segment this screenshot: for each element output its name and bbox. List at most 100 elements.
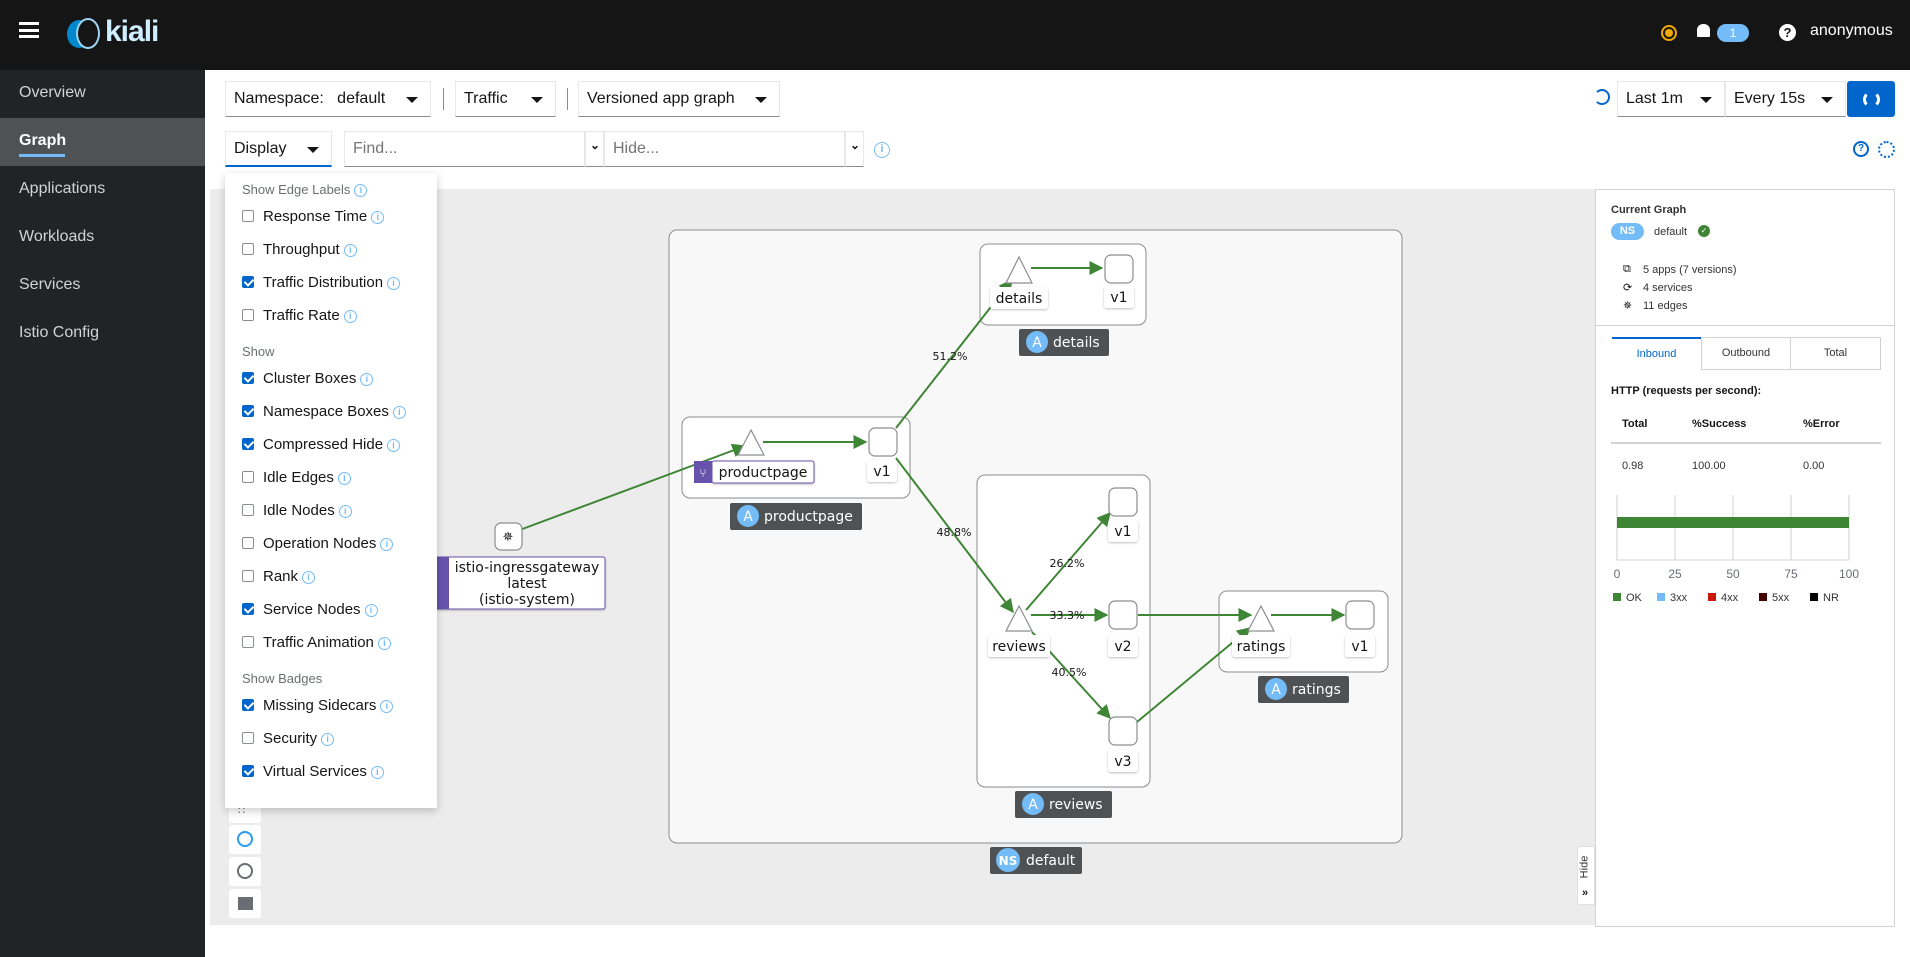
- checkbox[interactable]: [242, 438, 254, 450]
- layout-2-button[interactable]: [229, 857, 261, 886]
- edge[interactable]: [516, 443, 747, 532]
- workload-node-details-v1[interactable]: [1104, 254, 1134, 284]
- sidebar-item-overview[interactable]: Overview: [19, 84, 86, 101]
- find-input[interactable]: [344, 131, 585, 167]
- gateway-node[interactable]: [494, 522, 523, 551]
- info-icon[interactable]: i: [343, 243, 357, 257]
- tab-outbound[interactable]: Outbound: [1701, 337, 1791, 370]
- help-circle-icon[interactable]: ?: [1853, 141, 1869, 157]
- checkbox[interactable]: [242, 309, 254, 321]
- checkbox[interactable]: [242, 372, 254, 384]
- info-icon[interactable]: i: [337, 471, 351, 485]
- layout-1-button[interactable]: [229, 825, 261, 854]
- display-dropdown[interactable]: Display: [225, 131, 332, 167]
- checkbox[interactable]: [242, 276, 254, 288]
- service-node-details[interactable]: [1005, 255, 1033, 284]
- history-icon[interactable]: [1594, 89, 1610, 105]
- edge[interactable]: [1136, 627, 1252, 723]
- checkbox[interactable]: [242, 243, 254, 255]
- refresh-button[interactable]: [1847, 81, 1895, 117]
- workload-node-ratings-v1[interactable]: [1345, 600, 1375, 630]
- checkbox[interactable]: [242, 210, 254, 222]
- workload-node-productpage-v1[interactable]: [868, 427, 898, 457]
- checkbox[interactable]: [242, 471, 254, 483]
- tab-inbound[interactable]: Inbound: [1612, 337, 1701, 370]
- hide-panel-button[interactable]: Hide »: [1577, 846, 1595, 905]
- workload-node-reviews-v3[interactable]: [1108, 716, 1138, 746]
- info-icon[interactable]: i: [338, 504, 352, 518]
- graph-canvas[interactable]: ✵ ⑂ details v1 productpage v1 reviews v1…: [210, 189, 1595, 925]
- service-node-ratings[interactable]: [1247, 604, 1275, 632]
- graph-svg[interactable]: ✵ ⑂ details v1 productpage v1 reviews v1…: [210, 189, 1595, 925]
- namespace-name[interactable]: default: [1654, 226, 1688, 238]
- checkbox[interactable]: [242, 537, 254, 549]
- help-icon[interactable]: ?: [1779, 24, 1796, 41]
- sidebar-item-applications[interactable]: Applications: [19, 180, 106, 197]
- sidebar-item-istio-config[interactable]: Istio Config: [19, 324, 100, 341]
- info-icon[interactable]: i: [387, 438, 401, 452]
- info-icon[interactable]: i: [364, 603, 378, 617]
- info-icon[interactable]: i: [360, 372, 374, 386]
- sidebar-item-services[interactable]: Services: [19, 276, 81, 293]
- legend-button[interactable]: [229, 889, 261, 918]
- info-icon[interactable]: i: [371, 210, 385, 224]
- checkbox[interactable]: [242, 732, 254, 744]
- info-icon[interactable]: i: [392, 405, 406, 419]
- edge[interactable]: [1025, 511, 1111, 611]
- info-icon[interactable]: i: [377, 636, 391, 650]
- info-icon[interactable]: i: [380, 537, 394, 551]
- checkbox[interactable]: [242, 504, 254, 516]
- find-chevron-icon[interactable]: ⌄: [585, 131, 604, 167]
- checkbox[interactable]: [242, 699, 254, 711]
- status-icon[interactable]: [1661, 25, 1677, 41]
- sidebar-item-graph[interactable]: Graph: [0, 118, 205, 166]
- info-icon[interactable]: i: [387, 276, 401, 290]
- hide-input[interactable]: [604, 131, 845, 167]
- workload-node-reviews-v2[interactable]: [1108, 600, 1138, 630]
- checkbox[interactable]: [242, 570, 254, 582]
- refresh-interval-dropdown[interactable]: Every 15s: [1725, 81, 1846, 117]
- service-node-reviews[interactable]: [1005, 604, 1033, 632]
- info-icon[interactable]: i: [370, 765, 384, 779]
- info-icon[interactable]: i: [380, 699, 394, 713]
- sidebar-item-workloads[interactable]: Workloads: [19, 228, 95, 245]
- notification-badge[interactable]: 1: [1717, 24, 1749, 42]
- info-icon[interactable]: i: [874, 142, 890, 158]
- info-icon[interactable]: i: [321, 732, 335, 746]
- tab-total[interactable]: Total: [1791, 337, 1881, 370]
- hide-chevron-icon[interactable]: ⌄: [845, 131, 864, 167]
- workload-node-reviews-v1[interactable]: [1108, 487, 1138, 517]
- checkbox[interactable]: [242, 405, 254, 417]
- graph-type-dropdown[interactable]: Versioned app graph: [578, 81, 780, 117]
- graph-tour-icon[interactable]: [1878, 141, 1895, 158]
- namespace-dropdown[interactable]: Namespace: default: [225, 81, 431, 117]
- service-node-productpage[interactable]: [737, 428, 765, 456]
- checkbox[interactable]: [242, 636, 254, 648]
- info-icon[interactable]: i: [354, 184, 368, 198]
- bell-icon[interactable]: [1697, 24, 1710, 37]
- traffic-dropdown[interactable]: Traffic: [455, 81, 556, 117]
- hamburger-icon[interactable]: [19, 22, 39, 38]
- info-icon[interactable]: i: [302, 570, 316, 584]
- duration-dropdown[interactable]: Last 1m: [1617, 81, 1725, 117]
